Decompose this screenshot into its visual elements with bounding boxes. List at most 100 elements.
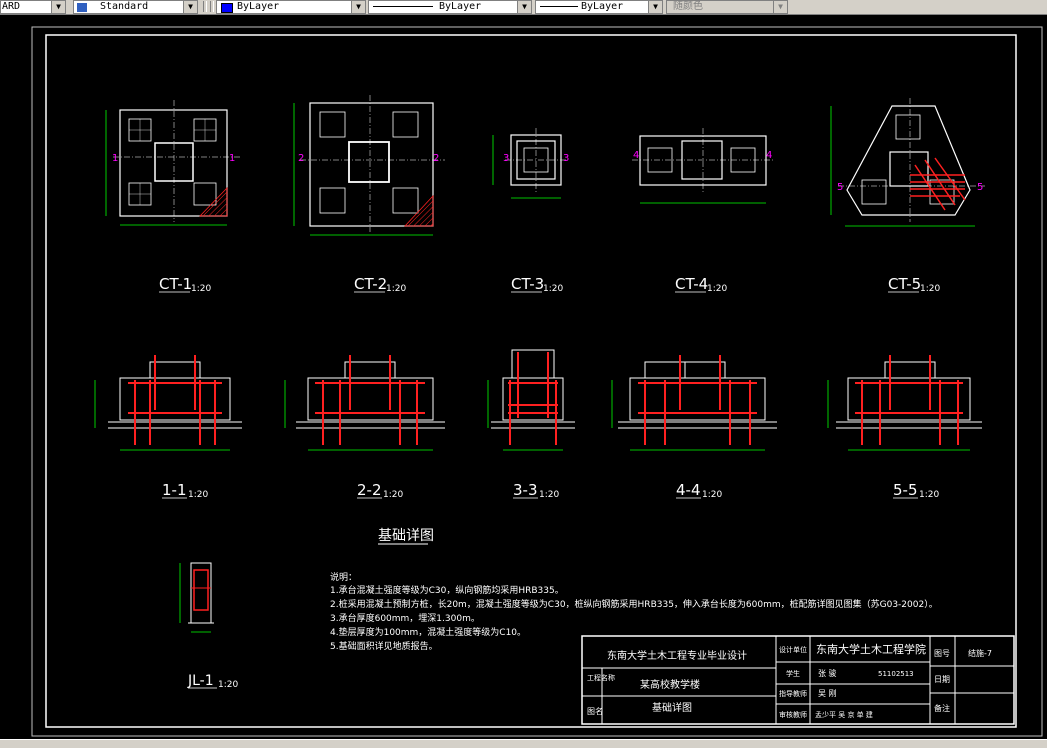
sheet-inner-frame: [45, 34, 1017, 728]
general-notes: 说明： 1.承台混凝土强度等级为C30，纵向钢筋均采用HRB335。 2.桩采用…: [330, 571, 938, 652]
beam-scale-jl-1: 1:20: [218, 680, 238, 690]
section-2-2[interactable]: [284, 355, 445, 451]
plan-titles: CT-1 1:20 CT-2 1:20 CT-3 1:20 CT-4 1:20 …: [159, 275, 940, 294]
plan-scale-ct-4: 1:20: [707, 284, 727, 294]
color-swatch-icon: [221, 3, 233, 13]
section-mark: 5: [977, 182, 983, 193]
title-block-institute: 东南大学土木工程学院: [816, 642, 926, 656]
plan-title-ct-4: CT-4: [675, 275, 708, 293]
title-block-date-label: 日期: [934, 675, 950, 684]
beam-detail-jl-1[interactable]: [179, 562, 214, 633]
title-block-drawing-name: 基础详图: [652, 701, 692, 714]
note-line: 2.桩采用混凝土预制方桩，长20m，混凝土强度等级为C30，桩纵向钢筋采用HRB…: [330, 598, 938, 610]
title-block-reviewer-label: 审核教师: [779, 710, 807, 719]
note-line: 1.承台混凝土强度等级为C30，纵向钢筋均采用HRB335。: [330, 584, 564, 596]
title-block-project: 某高校教学楼: [640, 678, 700, 691]
plan-ct-2[interactable]: [293, 95, 445, 236]
sheet-outer-frame: [31, 26, 1043, 737]
section-title-2-2: 2-2: [357, 481, 382, 499]
section-3-3[interactable]: [487, 349, 575, 451]
layer-color-value: ByLayer: [237, 1, 280, 12]
plan-title-ct-1: CT-1: [159, 275, 192, 293]
title-block-drawing-label: 图名: [587, 706, 603, 716]
plot-style-dropdown[interactable]: 随颜色 ▼: [666, 0, 788, 14]
section-4-4[interactable]: [611, 355, 777, 451]
section-scale-5-5: 1:20: [919, 490, 939, 500]
dim-style-value: Standard: [100, 1, 149, 12]
chevron-down-icon[interactable]: ▼: [773, 1, 787, 13]
title-block-reviewer: 孟少平 吴 京 单 建: [815, 710, 873, 719]
section-title-3-3: 3-3: [513, 481, 538, 499]
title-block-student-label: 学生: [786, 669, 800, 678]
plan-scale-ct-2: 1:20: [386, 284, 406, 294]
lineweight-value: ByLayer: [581, 1, 624, 12]
text-style-value: ARD: [2, 1, 21, 12]
section-scale-2-2: 1:20: [383, 490, 403, 500]
notes-header: 说明：: [330, 571, 357, 583]
title-block-advisor: 吴 刚: [818, 689, 837, 698]
title-block-student: 张 骏: [818, 668, 837, 678]
dim-style-dropdown[interactable]: Standard ▼: [73, 0, 198, 14]
section-scale-4-4: 1:20: [702, 490, 722, 500]
linetype-value: ByLayer: [439, 1, 482, 12]
lineweight-dropdown[interactable]: ByLayer ▼: [535, 0, 663, 14]
chevron-down-icon[interactable]: ▼: [517, 1, 531, 13]
status-strip: [0, 739, 1047, 748]
plan-ct-4[interactable]: [632, 128, 773, 204]
title-block-student-id: 51102513: [878, 670, 914, 678]
plan-title-ct-5: CT-5: [888, 275, 921, 293]
title-block-institute-label: 设计单位: [779, 645, 807, 654]
beam-title-jl-1: JL-1: [187, 673, 214, 689]
toolbar-separator: [203, 1, 207, 12]
title-block-school: 东南大学土木工程专业毕业设计: [607, 649, 747, 662]
title-block-advisor-label: 指导教师: [779, 689, 807, 698]
note-line: 3.承台厚度600mm，埋深1.300m。: [330, 612, 480, 624]
section-scale-1-1: 1:20: [188, 490, 208, 500]
chevron-down-icon[interactable]: ▼: [51, 1, 65, 13]
plan-title-ct-2: CT-2: [354, 275, 387, 293]
chevron-down-icon[interactable]: ▼: [183, 1, 197, 13]
plan-ct-3[interactable]: [492, 128, 567, 199]
section-cut-marks: 1 1 2 2 3 3 4 4 5 5: [112, 150, 983, 193]
chevron-down-icon[interactable]: ▼: [648, 1, 662, 13]
title-block-sheet-no: 结施-7: [968, 648, 992, 658]
title-block-sheet-no-label: 图号: [934, 649, 950, 658]
section-mark: 3: [503, 153, 509, 164]
cad-drawing-canvas[interactable]: 1 1 2 2 3 3 4 4 5 5 CT-1 1:20 CT-2 1:20 …: [0, 15, 1047, 739]
plan-scale-ct-3: 1:20: [543, 284, 563, 294]
title-block-remark-label: 备注: [934, 703, 950, 713]
section-title-5-5: 5-5: [893, 481, 918, 499]
title-block-project-label: 工程名称: [587, 673, 615, 682]
linetype-sample-icon: [373, 6, 433, 7]
layer-color-dropdown[interactable]: ByLayer ▼: [216, 0, 366, 14]
section-mark: 1: [112, 153, 118, 164]
note-line: 4.垫层厚度为100mm，混凝土强度等级为C10。: [330, 626, 526, 638]
plan-ct-5[interactable]: [830, 98, 985, 227]
plan-title-ct-3: CT-3: [511, 275, 544, 293]
section-mark: 4: [633, 150, 639, 161]
chevron-down-icon[interactable]: ▼: [351, 1, 365, 13]
section-mark: 5: [837, 182, 843, 193]
linetype-dropdown[interactable]: ByLayer ▼: [368, 0, 532, 14]
section-mark: 4: [766, 150, 772, 161]
plan-scale-ct-1: 1:20: [191, 284, 211, 294]
plan-ct-1[interactable]: [105, 100, 240, 226]
text-style-dropdown[interactable]: ARD ▼: [0, 0, 66, 14]
section-mark: 1: [229, 153, 235, 164]
section-titles: 1-1 1:20 2-2 1:20 3-3 1:20 4-4 1:20 5-5 …: [162, 481, 939, 500]
section-title-1-1: 1-1: [162, 481, 187, 499]
lineweight-sample-icon: [540, 6, 578, 7]
plot-style-value: 随颜色: [673, 1, 703, 12]
sheet-title: 基础详图: [378, 527, 434, 544]
section-scale-3-3: 1:20: [539, 490, 559, 500]
plan-scale-ct-5: 1:20: [920, 284, 940, 294]
toolbar-separator: [210, 1, 214, 12]
properties-toolbar: ARD ▼ Standard ▼ ByLayer ▼ ByLayer ▼ ByL…: [0, 0, 1047, 15]
note-line: 5.基础面积详见地质报告。: [330, 640, 438, 652]
section-mark: 3: [563, 153, 569, 164]
section-1-1[interactable]: [94, 355, 242, 451]
title-block[interactable]: 东南大学土木工程专业毕业设计 工程名称 某高校教学楼 图名 基础详图 设计单位 …: [581, 635, 1015, 725]
section-mark: 2: [298, 153, 304, 164]
section-5-5[interactable]: [827, 355, 982, 451]
section-mark: 2: [433, 153, 439, 164]
